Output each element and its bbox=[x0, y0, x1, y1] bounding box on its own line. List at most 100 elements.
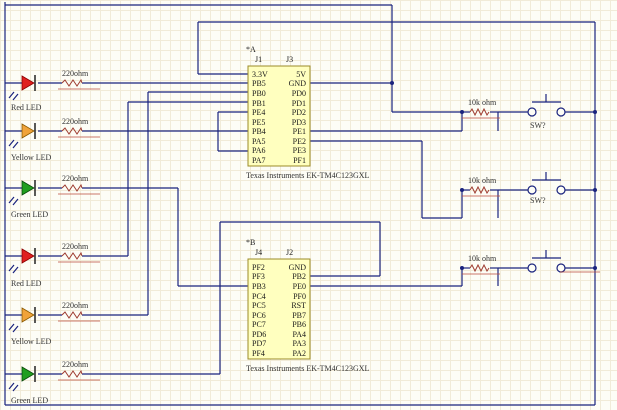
led-label: Green LED bbox=[11, 210, 48, 219]
chip-a-j-left: J1 bbox=[255, 55, 262, 64]
pin-label: PD3 bbox=[292, 118, 306, 127]
pin-label: PD0 bbox=[292, 89, 306, 98]
pin-label: PA4 bbox=[293, 330, 307, 339]
resistor-value: 220ohm bbox=[62, 117, 89, 126]
chip-a-j-right: J3 bbox=[286, 55, 293, 64]
resistor-4[interactable]: 220ohm bbox=[58, 242, 100, 263]
led-red-2[interactable]: Red LED bbox=[8, 248, 42, 288]
led-symbol-icon bbox=[21, 123, 35, 139]
light-emission-icon bbox=[8, 139, 19, 149]
pin-label: PA5 bbox=[252, 137, 266, 146]
pin-label: PB0 bbox=[252, 89, 266, 98]
led-green-2[interactable]: Green LED bbox=[8, 366, 48, 405]
led-symbol-icon bbox=[21, 366, 35, 382]
pullup-resistor-3[interactable]: 10k ohm bbox=[462, 254, 500, 275]
led-green-1[interactable]: Green LED bbox=[8, 180, 48, 219]
pin-label: PF2 bbox=[252, 263, 265, 272]
pullup-resistor-1[interactable]: 10k ohm bbox=[462, 98, 500, 119]
push-switch-2[interactable]: SW? bbox=[527, 172, 566, 205]
led-label: Red LED bbox=[11, 279, 42, 288]
led-symbol-icon bbox=[21, 75, 35, 91]
pin-label: PA7 bbox=[252, 156, 266, 165]
chip-a[interactable]: *A J1 J3 3.3V PB5 PB0 PB1 PE4 PE5 PB4 PA… bbox=[246, 45, 370, 180]
pin-label: PA2 bbox=[293, 349, 307, 358]
resistor-3[interactable]: 220ohm bbox=[58, 174, 100, 195]
pin-label: PB1 bbox=[252, 99, 266, 108]
resistor-value: 220ohm bbox=[62, 69, 89, 78]
pin-label: PC4 bbox=[252, 292, 266, 301]
chip-a-body[interactable] bbox=[247, 65, 311, 167]
led-red-1[interactable]: Red LED bbox=[8, 75, 42, 112]
chip-b-left-pins: PF2 PF3 PB3 PC4 PC5 PC6 PC7 PD6 PD7 PF4 bbox=[252, 263, 266, 358]
resistor-value: 10k ohm bbox=[468, 98, 497, 107]
switch-contact bbox=[527, 185, 537, 195]
pin-label: PA3 bbox=[293, 339, 307, 348]
light-emission-icon bbox=[8, 382, 19, 392]
resistor-1[interactable]: 220ohm bbox=[58, 69, 100, 90]
pin-label: PB2 bbox=[292, 272, 306, 281]
resistor-zigzag-icon bbox=[61, 183, 83, 192]
pin-label: PB7 bbox=[292, 311, 306, 320]
resistor-2[interactable]: 220ohm bbox=[58, 117, 100, 138]
resistor-zigzag-icon bbox=[61, 310, 83, 319]
switch-contact bbox=[556, 107, 566, 117]
switch-label: SW? bbox=[530, 121, 546, 130]
led-symbol-icon bbox=[21, 180, 35, 196]
led-label: Green LED bbox=[11, 396, 48, 405]
wires bbox=[4, 2, 597, 406]
chip-b-body[interactable] bbox=[247, 258, 311, 360]
chip-a-right-pins: 5V GND PD0 PD1 PD2 PD3 PE1 PE2 PE3 PF1 bbox=[289, 70, 307, 165]
pin-label: GND bbox=[289, 263, 307, 272]
light-emission-icon bbox=[8, 91, 19, 101]
pullup-resistor-2[interactable]: 10k ohm bbox=[462, 176, 500, 197]
light-emission-icon bbox=[8, 264, 19, 274]
switch-label: SW? bbox=[530, 196, 546, 205]
resistor-value: 10k ohm bbox=[468, 176, 497, 185]
led-label: Yellow LED bbox=[11, 153, 52, 162]
pin-label: PE5 bbox=[252, 118, 265, 127]
switch-contact bbox=[527, 263, 537, 273]
pin-label: PD2 bbox=[292, 108, 306, 117]
push-switch-1[interactable]: SW? bbox=[527, 94, 566, 130]
light-emission-icon bbox=[8, 323, 19, 333]
pin-label: PF3 bbox=[252, 272, 265, 281]
pin-label: GND bbox=[289, 79, 307, 88]
pin-label: PE3 bbox=[293, 146, 306, 155]
chip-b-part: Texas Instruments EK-TM4C123GXL bbox=[246, 364, 370, 373]
resistor-zigzag-icon bbox=[61, 78, 83, 87]
chip-b[interactable]: *B J4 J2 PF2 PF3 PB3 PC4 PC5 PC6 PC7 PD6… bbox=[246, 238, 370, 373]
resistor-zigzag-icon bbox=[469, 107, 490, 117]
light-emission-icon bbox=[8, 196, 19, 206]
pin-label: RST bbox=[291, 301, 306, 310]
resistor-value: 220ohm bbox=[62, 301, 89, 310]
chip-b-right-pins: GND PB2 PE0 PF0 RST PB7 PB6 PA4 PA3 PA2 bbox=[289, 263, 307, 358]
pin-label: PD1 bbox=[292, 99, 306, 108]
led-symbol-icon bbox=[21, 248, 35, 264]
pin-label: PB3 bbox=[252, 282, 266, 291]
chip-b-tag: *B bbox=[246, 238, 255, 247]
pin-label: PE4 bbox=[252, 108, 265, 117]
pin-label: PC7 bbox=[252, 320, 266, 329]
pin-label: PC5 bbox=[252, 301, 266, 310]
push-switch-3[interactable] bbox=[527, 250, 600, 273]
led-yellow-1[interactable]: Yellow LED bbox=[8, 123, 52, 162]
pin-label: PE1 bbox=[293, 127, 306, 136]
resistor-value: 220ohm bbox=[62, 360, 89, 369]
resistor-5[interactable]: 220ohm bbox=[58, 301, 100, 322]
resistor-zigzag-icon bbox=[61, 251, 83, 260]
chip-a-part: Texas Instruments EK-TM4C123GXL bbox=[246, 171, 370, 180]
pin-label: PB4 bbox=[252, 127, 266, 136]
pin-label: PE2 bbox=[293, 137, 306, 146]
switch-contact bbox=[556, 263, 566, 273]
pin-label: 3.3V bbox=[252, 70, 268, 79]
switch-contact bbox=[527, 107, 537, 117]
pin-label: PF1 bbox=[293, 156, 306, 165]
pin-label: PF4 bbox=[252, 349, 265, 358]
pin-label: PA6 bbox=[252, 146, 266, 155]
resistor-value: 220ohm bbox=[62, 242, 89, 251]
resistor-6[interactable]: 220ohm bbox=[58, 360, 100, 381]
led-symbol-icon bbox=[21, 307, 35, 323]
chip-a-left-pins: 3.3V PB5 PB0 PB1 PE4 PE5 PB4 PA5 PA6 PA7 bbox=[252, 70, 268, 165]
led-label: Yellow LED bbox=[11, 337, 52, 346]
led-yellow-2[interactable]: Yellow LED bbox=[8, 307, 52, 346]
